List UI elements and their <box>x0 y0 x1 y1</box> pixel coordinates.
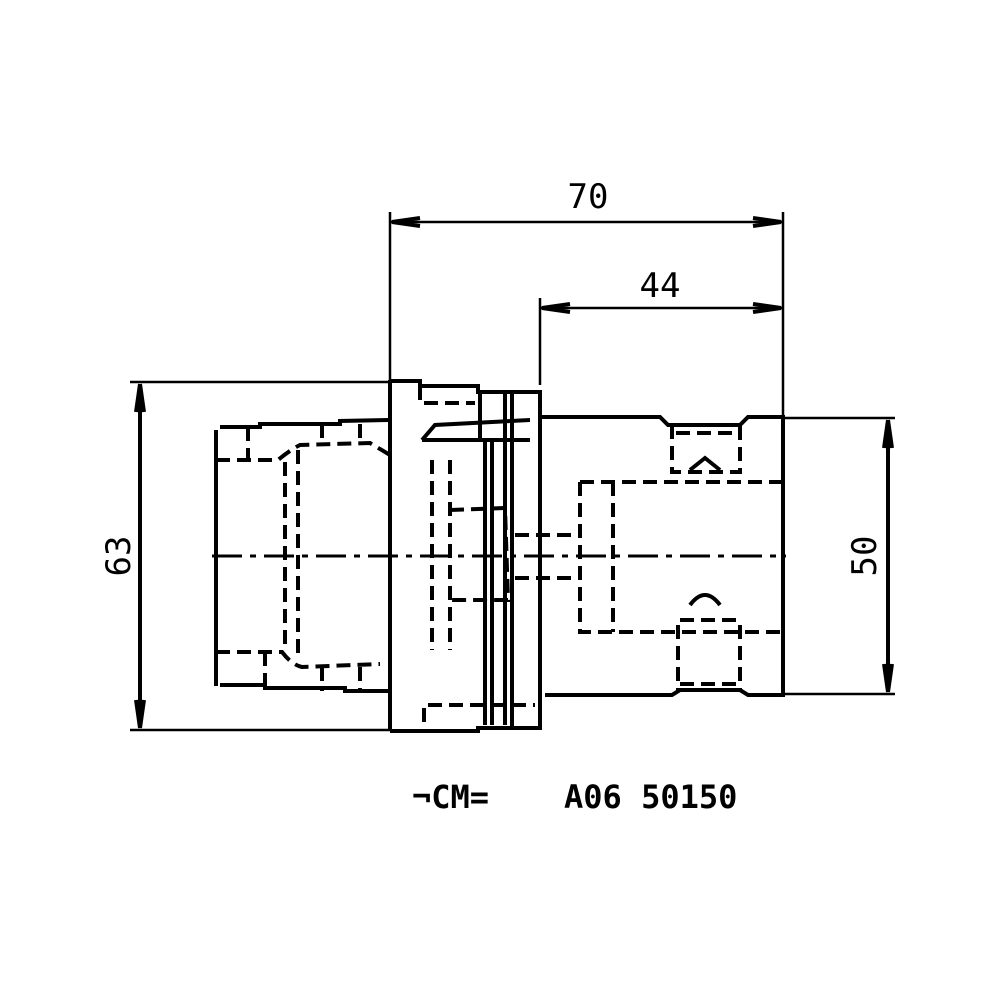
dimension-44: 44 <box>538 266 783 385</box>
dimension-63-label: 63 <box>99 536 139 577</box>
dimension-50-label: 50 <box>845 536 885 577</box>
dimension-44-label: 44 <box>640 266 681 306</box>
dimension-70-label: 70 <box>568 177 609 217</box>
right-body <box>540 415 785 697</box>
dimension-70: 70 <box>388 177 785 415</box>
dimension-50: 50 <box>783 416 895 696</box>
dimension-63: 63 <box>99 380 390 732</box>
model-code-prefix: ¬CM= <box>412 778 489 816</box>
model-code: A06 50150 <box>564 778 737 816</box>
left-body <box>214 418 392 693</box>
